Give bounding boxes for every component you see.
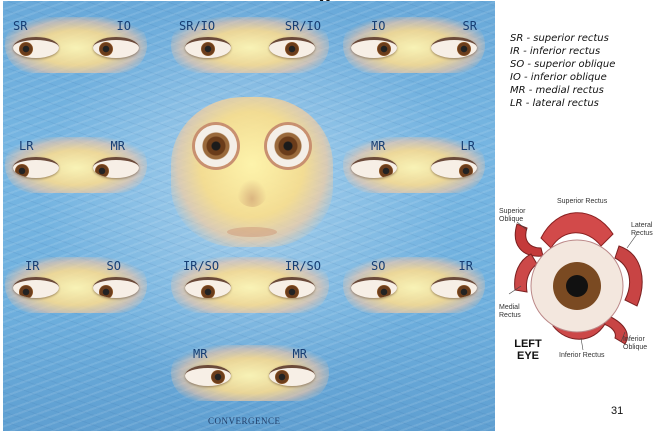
muscle-label: MR [193,347,207,361]
legend-item: IO - inferior oblique [510,71,615,84]
eye [13,37,59,58]
eye-pair-io-sr: IO SR [343,17,485,73]
left-eye-label: LEFT EYE [511,338,545,362]
pupil [566,275,588,297]
legend-item: SR - superior rectus [510,32,615,45]
eye [13,157,59,178]
eye-pair-convergence: MR MR [171,345,329,401]
muscle-label: LR [461,139,475,153]
central-face [171,97,333,247]
muscle-label: SO [107,259,121,273]
legend-item: LR - lateral rectus [510,97,615,110]
superior-oblique-label: Superior Oblique [499,208,539,224]
lateral-rectus-label: Lateral Rectus [631,222,653,238]
muscle-label: SR [463,19,477,33]
muscle-label: IO [371,19,385,33]
eye-pair-lr-mr: LR MR [5,137,147,193]
eye [93,37,139,58]
legend-item: SO - superior oblique [510,58,615,71]
eye-movement-illustration: SR IO SR/IO SR/IO IO SR LR MR MR LR IR S… [3,1,495,431]
superior-rectus-label: Superior Rectus [557,198,607,206]
eye [431,37,477,58]
muscle-label: IR [459,259,473,273]
eye-pair-sr-io: SR IO [5,17,147,73]
eye-pair-ir-so: IR SO [5,257,147,313]
muscle-label: MR [293,347,307,361]
eye [269,277,315,298]
muscle-label: SR/IO [179,19,215,33]
eye [93,277,139,298]
muscle-label: IR [25,259,39,273]
inferior-rectus-label: Inferior Rectus [559,352,605,360]
eye [269,37,315,58]
muscle-label: MR [111,139,125,153]
superior-oblique-muscle [515,224,543,256]
eye [13,277,59,298]
eye [351,37,397,58]
muscle-label: SR/IO [285,19,321,33]
muscle-label: IR/SO [183,259,219,273]
left-eye-anatomy-diagram: Superior Oblique Superior Rectus Lateral… [497,194,653,370]
eye [351,277,397,298]
muscle-label: LR [19,139,33,153]
eye [269,365,315,386]
eye-pair-mr-lr: MR LR [343,137,485,193]
legend-item: IR - inferior rectus [510,45,615,58]
legend-item: MR - medial rectus [510,84,615,97]
convergence-caption: CONVERGENCE [208,416,281,426]
muscle-label: IR/SO [285,259,321,273]
nose [237,179,267,207]
muscle-label: MR [371,139,385,153]
primary-gaze-eye [195,125,237,167]
eye-pair-so-ir: SO IR [343,257,485,313]
inferior-oblique-label: Inferior Oblique [623,336,653,352]
eye-pair-up: SR/IO SR/IO [171,17,329,73]
eye [185,277,231,298]
eye [93,157,139,178]
abbreviation-legend: SR - superior rectus IR - inferior rectu… [510,32,615,110]
muscle-label: SR [13,19,27,33]
eye [185,365,231,386]
eye [351,157,397,178]
muscle-label: SO [371,259,385,273]
medial-rectus-label: Medial Rectus [499,304,529,320]
eye [185,37,231,58]
slide-number: 31 [611,405,623,417]
muscle-label: IO [117,19,131,33]
eye [431,277,477,298]
eye [431,157,477,178]
mouth [227,227,277,237]
eye-pair-down: IR/SO IR/SO [171,257,329,313]
primary-gaze-eye [267,125,309,167]
